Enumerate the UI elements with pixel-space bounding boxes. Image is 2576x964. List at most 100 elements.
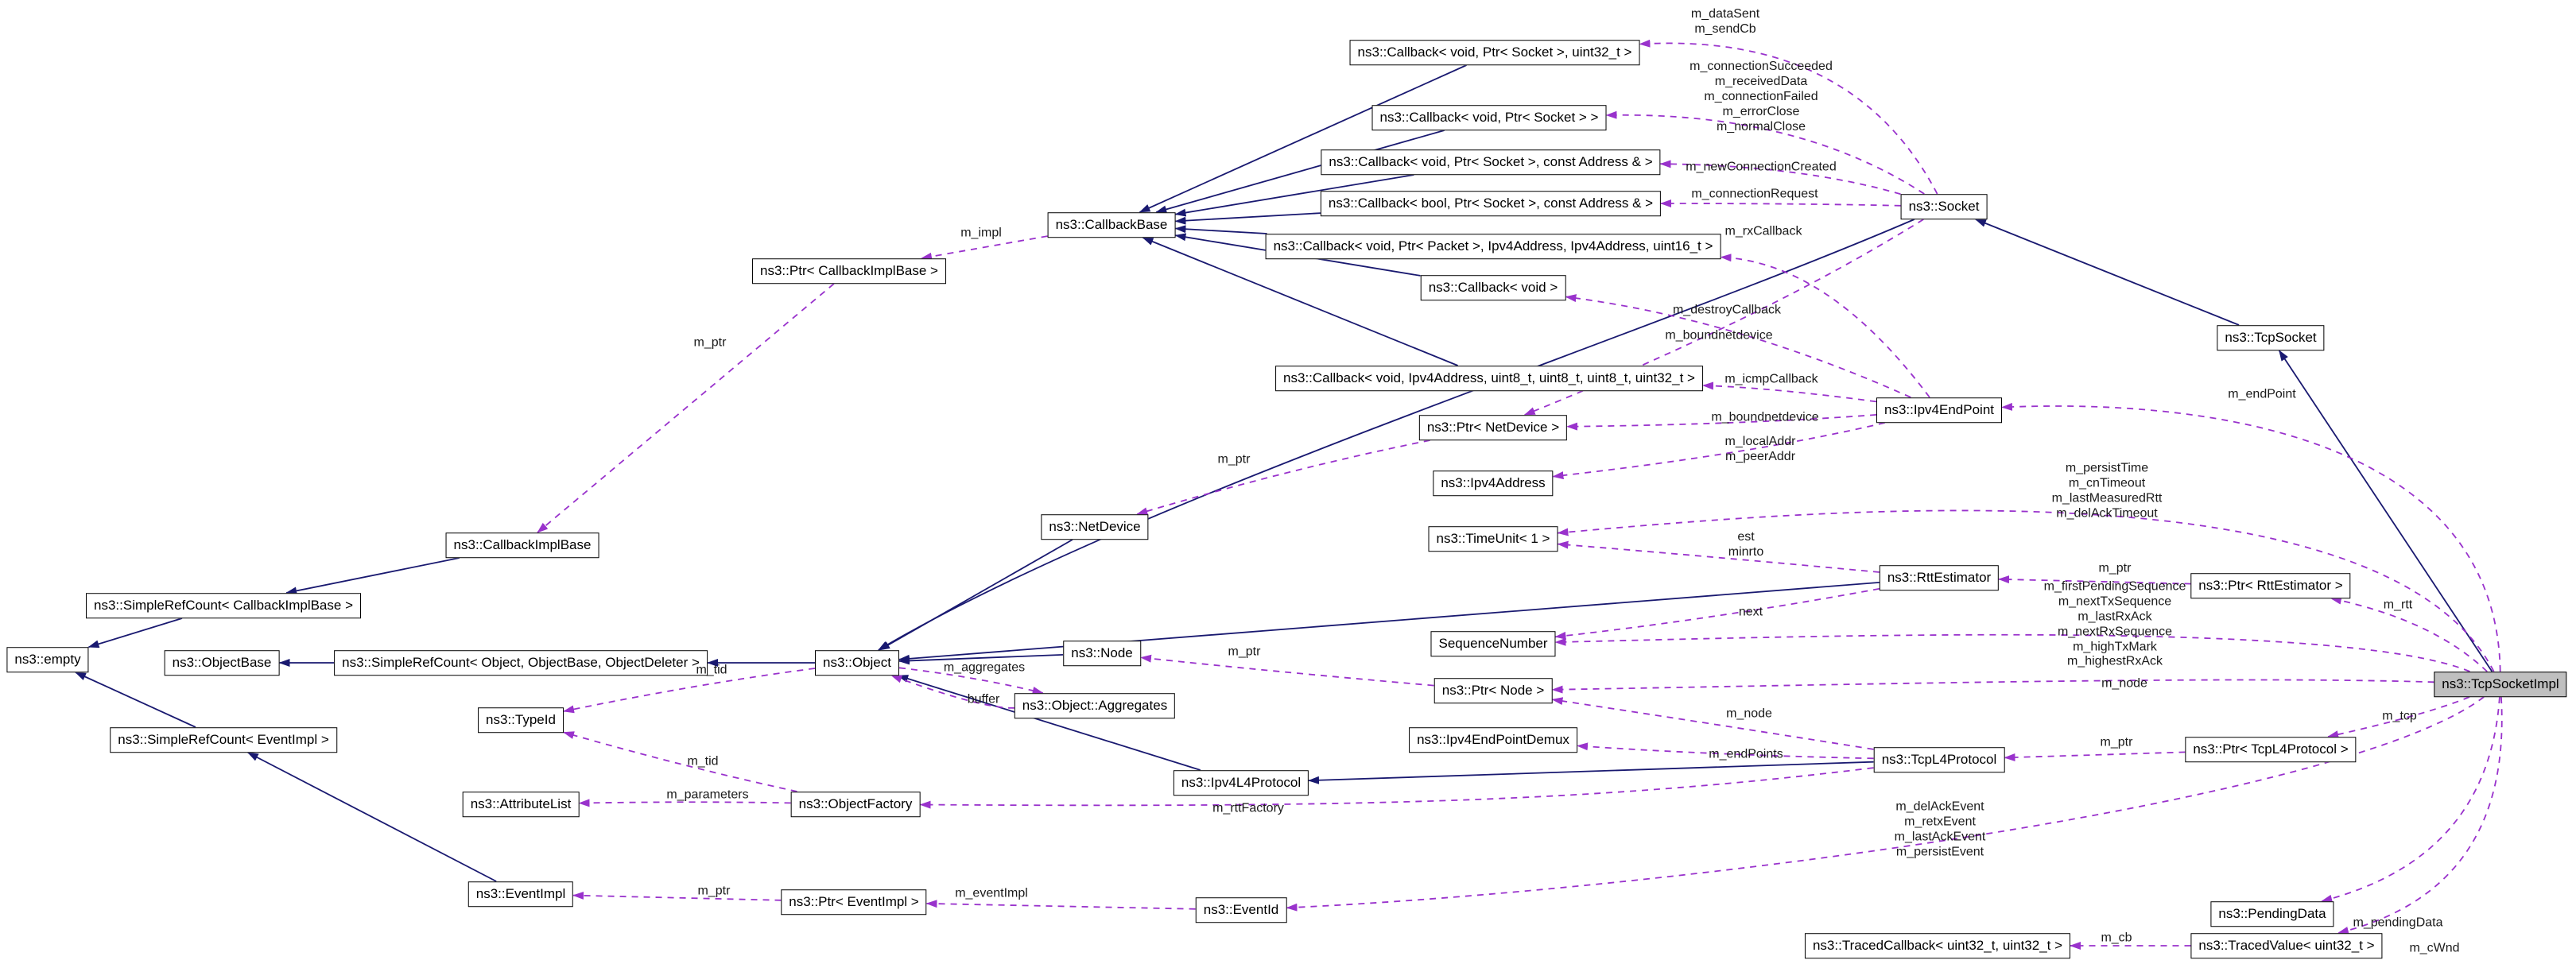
member-edge-eventid-ptr_eventimpl <box>925 900 1196 910</box>
inheritance-edge-cb_icmp-callbackbase <box>1142 237 1458 366</box>
edge-label-callbackbase-ptr_cbimpl: m_impl <box>960 226 1002 240</box>
member-edge-tcpsocketimpl-tracedval <box>2337 696 2503 935</box>
member-edge-tcpl4-epdemux <box>1577 742 1874 760</box>
class-node-cb_addr[interactable]: ns3::Callback< void, Ptr< Socket >, cons… <box>1321 149 1661 175</box>
edge-label-socket-cb_sock: m_connectionSucceeded m_receivedData m_c… <box>1690 59 1833 134</box>
inheritance-edge-tcpsocket-socket <box>1974 219 2240 326</box>
class-node-objfactory[interactable]: ns3::ObjectFactory <box>790 792 921 817</box>
edge-label-tcpsocketimpl-tracedval: m_cWnd <box>2409 941 2460 955</box>
class-node-tracedval[interactable]: ns3::TracedValue< uint32_t > <box>2190 933 2383 958</box>
class-node-objectbase[interactable]: ns3::ObjectBase <box>164 650 280 676</box>
class-node-cb_sock[interactable]: ns3::Callback< void, Ptr< Socket > > <box>1371 105 1607 130</box>
inheritance-edge-src_event-empty <box>75 672 196 728</box>
class-node-ptr_netdev[interactable]: ns3::Ptr< NetDevice > <box>1418 415 1568 440</box>
edge-label-tcpsocketimpl-ptr_tcpl4: m_tcp <box>2382 709 2417 723</box>
class-node-ptr_eventimpl[interactable]: ns3::Ptr< EventImpl > <box>781 889 927 915</box>
member-edge-tcpsocketimpl-ptr_node <box>1551 679 2434 694</box>
class-node-tcpl4[interactable]: ns3::TcpL4Protocol <box>1873 747 2005 772</box>
class-node-cbimplbase[interactable]: ns3::CallbackImplBase <box>445 532 599 558</box>
class-node-tcpsocket[interactable]: ns3::TcpSocket <box>2217 325 2325 350</box>
class-node-ipv4endpoint[interactable]: ns3::Ipv4EndPoint <box>1876 397 2002 423</box>
class-node-ptr_node[interactable]: ns3::Ptr< Node > <box>1433 678 1553 703</box>
inheritance-edge-cb_u32-callbackbase <box>1139 64 1467 213</box>
inheritance-edge-cb_addr-callbackbase <box>1174 174 1414 217</box>
class-node-cb_void[interactable]: ns3::Callback< void > <box>1420 275 1566 300</box>
edge-label-ipv4endpoint-cb_icmp: m_icmpCallback <box>1724 372 1818 386</box>
class-node-attrlist[interactable]: ns3::AttributeList <box>462 792 580 817</box>
class-node-netdevice[interactable]: ns3::NetDevice <box>1041 514 1149 540</box>
class-node-rttest[interactable]: ns3::RttEstimator <box>1879 565 2000 590</box>
class-node-ptr_tcpl4[interactable]: ns3::Ptr< TcpL4Protocol > <box>2185 737 2357 762</box>
class-node-aggregates[interactable]: ns3::Object::Aggregates <box>1014 693 1176 718</box>
inheritance-edge-cbimplbase-src_cbimpl <box>285 557 460 595</box>
class-node-timeunit[interactable]: ns3::TimeUnit< 1 > <box>1428 526 1558 552</box>
member-edge-ptr_cbimpl-cbimplbase <box>537 283 835 533</box>
edge-label-tcpsocketimpl-timeunit: m_persistTime m_cnTimeout m_lastMeasured… <box>2051 461 2163 520</box>
class-node-ptr_cbimpl[interactable]: ns3::Ptr< CallbackImplBase > <box>752 258 946 284</box>
member-edge-ptr_rtt-rttest <box>1998 575 2191 585</box>
class-node-ipv4address[interactable]: ns3::Ipv4Address <box>1433 470 1554 496</box>
member-edge-rttest-seqnum <box>1554 587 1880 640</box>
class-node-empty[interactable]: ns3::empty <box>6 647 89 672</box>
edge-label-ptr_netdev-netdevice: m_ptr <box>1217 452 1251 467</box>
class-node-src_event[interactable]: ns3::SimpleRefCount< EventImpl > <box>110 727 337 753</box>
edge-label-ptr_rtt-rttest: m_ptr <box>2098 561 2132 575</box>
member-edge-aggregates-object <box>890 675 1015 709</box>
edge-label-object-aggregates: m_aggregates <box>943 660 1026 675</box>
member-edge-socket-cb_sock <box>1605 110 1925 195</box>
edge-label-objfactory-attrlist: m_parameters <box>666 788 749 802</box>
edge-label-tcpsocketimpl-seqnum: m_firstPendingSequence m_nextTxSequence … <box>2043 579 2186 668</box>
class-node-src_obj[interactable]: ns3::SimpleRefCount< Object, ObjectBase,… <box>334 650 708 676</box>
edge-label-ipv4endpoint-cb_void: m_destroyCallback <box>1672 303 1782 317</box>
member-edge-ptr_node-node <box>1140 654 1434 687</box>
inheritance-edge-tcpsocketimpl-tcpsocket <box>2278 350 2493 672</box>
member-edge-ptr_tcpl4-tcpl4 <box>2004 751 2186 761</box>
inheritance-edge-src_cbimpl-empty <box>87 618 183 648</box>
inheritance-edge-cb_pkt-callbackbase <box>1174 225 1267 234</box>
edge-label-tcpsocketimpl-eventid: m_delAckEvent m_retxEvent m_lastAckEvent… <box>1894 799 1986 858</box>
member-edge-tcpsocketimpl-pendingdata <box>2321 696 2500 903</box>
inheritance-edge-cb_bool-callbackbase <box>1174 212 1321 225</box>
edge-label-object-typeid: m_tid <box>696 663 727 677</box>
class-node-typeid[interactable]: ns3::TypeId <box>478 707 564 733</box>
class-node-tcpsocketimpl: ns3::TcpSocketImpl <box>2434 672 2567 697</box>
member-edge-tcpl4-objfactory <box>919 767 1874 809</box>
edge-label-socket-cb_addr: m_newConnectionCreated <box>1686 160 1837 174</box>
member-edge-ipv4endpoint-cb_pkt <box>1720 254 1930 398</box>
inheritance-edge-netdevice-object <box>879 539 1073 651</box>
inheritance-edge-eventimpl-src_event <box>246 752 497 882</box>
class-node-callbackbase[interactable]: ns3::CallbackBase <box>1047 212 1176 238</box>
class-node-cb_pkt[interactable]: ns3::Callback< void, Ptr< Packet >, Ipv4… <box>1265 234 1721 259</box>
member-edge-socket-cb_addr <box>1659 160 1901 196</box>
member-edge-socket-cb_bool <box>1660 199 1901 208</box>
class-node-pendingdata[interactable]: ns3::PendingData <box>2210 901 2334 927</box>
member-edge-objfactory-typeid <box>563 731 797 792</box>
edge-label-socket-ptr_netdev: m_boundnetdevice <box>1665 328 1773 343</box>
member-edge-callbackbase-ptr_cbimpl <box>921 235 1048 261</box>
edge-label-tcpsocketimpl-ptr_node: m_node <box>2101 676 2147 691</box>
class-node-seqnum[interactable]: SequenceNumber <box>1430 631 1556 656</box>
class-node-cb_u32[interactable]: ns3::Callback< void, Ptr< Socket >, uint… <box>1349 40 1640 65</box>
class-node-socket[interactable]: ns3::Socket <box>1900 194 1988 219</box>
edge-label-rttest-timeunit: est minrto <box>1728 530 1764 559</box>
member-edge-object-typeid <box>563 668 816 714</box>
class-node-eventid[interactable]: ns3::EventId <box>1195 897 1287 923</box>
edge-label-tcpsocketimpl-pendingdata: m_pendingData <box>2353 916 2443 930</box>
edge-label-ipv4endpoint-ptr_netdev: m_boundnetdevice <box>1711 410 1819 424</box>
member-edge-tcpsocketimpl-ptr_tcpl4 <box>2327 696 2470 739</box>
class-node-ptr_rtt[interactable]: ns3::Ptr< RttEstimator > <box>2190 573 2351 598</box>
class-node-tracedcb[interactable]: ns3::TracedCallback< uint32_t, uint32_t … <box>1804 933 2071 958</box>
edge-label-tracedval-tracedcb: m_cb <box>2101 931 2132 945</box>
class-node-epdemux[interactable]: ns3::Ipv4EndPointDemux <box>1409 727 1577 753</box>
inheritance-edge-ipv4l4-object <box>897 675 1201 771</box>
class-node-node[interactable]: ns3::Node <box>1063 641 1141 666</box>
class-node-cb_icmp[interactable]: ns3::Callback< void, Ipv4Address, uint8_… <box>1275 366 1703 391</box>
class-node-object[interactable]: ns3::Object <box>815 650 899 676</box>
class-node-ipv4l4[interactable]: ns3::Ipv4L4Protocol <box>1173 770 1309 796</box>
class-node-eventimpl[interactable]: ns3::EventImpl <box>467 881 574 907</box>
class-node-cb_bool[interactable]: ns3::Callback< bool, Ptr< Socket >, cons… <box>1320 191 1662 216</box>
class-node-src_cbimpl[interactable]: ns3::SimpleRefCount< CallbackImplBase > <box>86 593 361 618</box>
edge-label-socket-cb_bool: m_connectionRequest <box>1691 187 1818 201</box>
